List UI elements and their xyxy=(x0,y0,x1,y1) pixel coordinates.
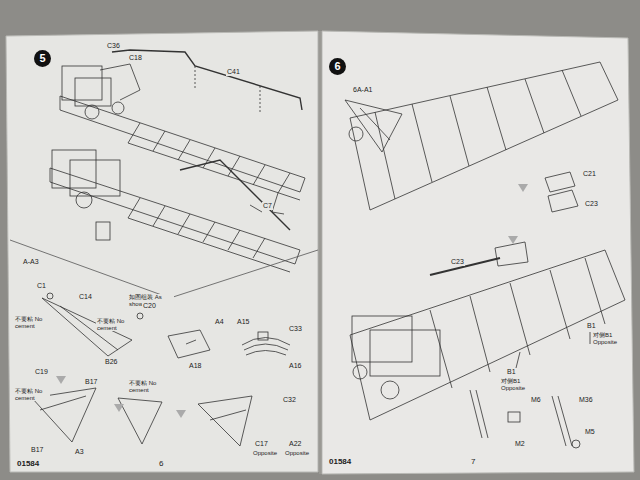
bracket xyxy=(168,330,210,358)
leader-line xyxy=(195,66,260,112)
step-number-text: 5 xyxy=(39,53,45,64)
part-label: A22 xyxy=(288,440,302,448)
cross-members xyxy=(128,198,265,258)
part-label: 不要粘 No cement xyxy=(128,380,164,393)
step5-drawings xyxy=(50,50,305,272)
a-frame xyxy=(198,396,252,446)
frame-rail xyxy=(128,143,300,214)
part xyxy=(137,313,143,319)
cross-members xyxy=(128,123,290,193)
left-page xyxy=(6,31,318,472)
right-page xyxy=(322,31,634,474)
step6-drawings xyxy=(345,62,625,448)
frame-rail xyxy=(60,96,305,192)
spring xyxy=(112,102,124,114)
step-number: 6 xyxy=(329,58,346,75)
part-label: 对侧B1 Opposite xyxy=(592,332,628,345)
step-number-text: 6 xyxy=(334,61,340,72)
engine xyxy=(352,316,412,362)
engine xyxy=(62,66,102,100)
engine xyxy=(370,330,440,376)
part-label: C17 xyxy=(254,440,269,448)
part-label: M5 xyxy=(584,428,596,436)
part-label: C36 xyxy=(106,42,121,50)
part-label: A15 xyxy=(236,318,250,326)
spring xyxy=(76,192,92,208)
divider xyxy=(10,240,318,298)
part xyxy=(572,440,580,448)
part-label: B17 xyxy=(30,446,44,454)
part-label: C41 xyxy=(226,68,241,76)
engine xyxy=(52,150,96,188)
spring xyxy=(349,127,363,141)
part-label: B17 xyxy=(84,378,98,386)
part xyxy=(47,293,53,299)
rod xyxy=(430,258,500,275)
part-label: M6 xyxy=(530,396,542,404)
step-number: 5 xyxy=(34,50,51,67)
part-label: C32 xyxy=(282,396,297,404)
step-arrows xyxy=(56,184,528,418)
part-label: 不要粘 No cement xyxy=(14,316,50,329)
part-label: C18 xyxy=(128,54,143,62)
part-label: C14 xyxy=(78,293,93,301)
part-label: C21 xyxy=(582,170,597,178)
part-label: Opposite xyxy=(252,450,278,457)
part-label: 不要粘 No cement xyxy=(14,388,50,401)
engine xyxy=(75,78,111,106)
sub-assembly-drawings xyxy=(32,293,290,446)
part-label: 对侧B1 Opposite xyxy=(500,378,540,391)
part-label: B1 xyxy=(586,322,597,330)
part-label: M2 xyxy=(514,440,526,448)
leader-line xyxy=(516,332,590,368)
frame-rail xyxy=(128,218,290,272)
spring xyxy=(85,105,99,119)
page-code: 01584 xyxy=(328,458,352,467)
part-label: A3 xyxy=(74,448,85,456)
bracket xyxy=(96,222,110,240)
leg xyxy=(552,396,572,446)
a-frame xyxy=(118,398,162,444)
part xyxy=(508,412,520,422)
page-code: 01584 xyxy=(16,460,40,469)
cross-members xyxy=(430,258,605,388)
bracket xyxy=(545,172,578,212)
pipe xyxy=(180,160,290,230)
part-label: A4 xyxy=(214,318,225,326)
part-label: 6A-A1 xyxy=(352,86,373,94)
part-label: A16 xyxy=(288,362,302,370)
part-label: M36 xyxy=(578,396,594,404)
part-label: C23 xyxy=(450,258,465,266)
leg xyxy=(470,390,488,438)
part-label: C19 xyxy=(34,368,49,376)
a-frame xyxy=(345,100,402,152)
part-label: C7 xyxy=(262,202,273,210)
pipe xyxy=(112,50,302,110)
bracket xyxy=(495,242,528,266)
cross-members xyxy=(375,70,581,199)
part-label: A-A3 xyxy=(22,258,40,266)
part-label: 不要粘 No cement xyxy=(96,318,132,331)
a-frame xyxy=(42,298,132,356)
spring xyxy=(381,381,399,399)
part-label: C23 xyxy=(584,200,599,208)
part-label: 7 xyxy=(470,458,476,467)
part-label: B1 xyxy=(506,368,517,376)
page-gutter xyxy=(319,31,321,474)
frame-rail xyxy=(50,168,300,264)
part-label: C33 xyxy=(288,325,303,333)
spring xyxy=(353,365,367,379)
part-label: C20 xyxy=(142,302,157,310)
part-label: A18 xyxy=(188,362,202,370)
part-label: 6 xyxy=(158,460,164,469)
engine xyxy=(100,64,140,100)
part-label: C1 xyxy=(36,282,47,290)
engine xyxy=(70,160,120,196)
part-label: Opposite xyxy=(284,450,310,457)
leader-line xyxy=(250,205,262,212)
frame-rail xyxy=(350,250,625,420)
part-label: B26 xyxy=(104,358,118,366)
clamp xyxy=(258,332,268,340)
